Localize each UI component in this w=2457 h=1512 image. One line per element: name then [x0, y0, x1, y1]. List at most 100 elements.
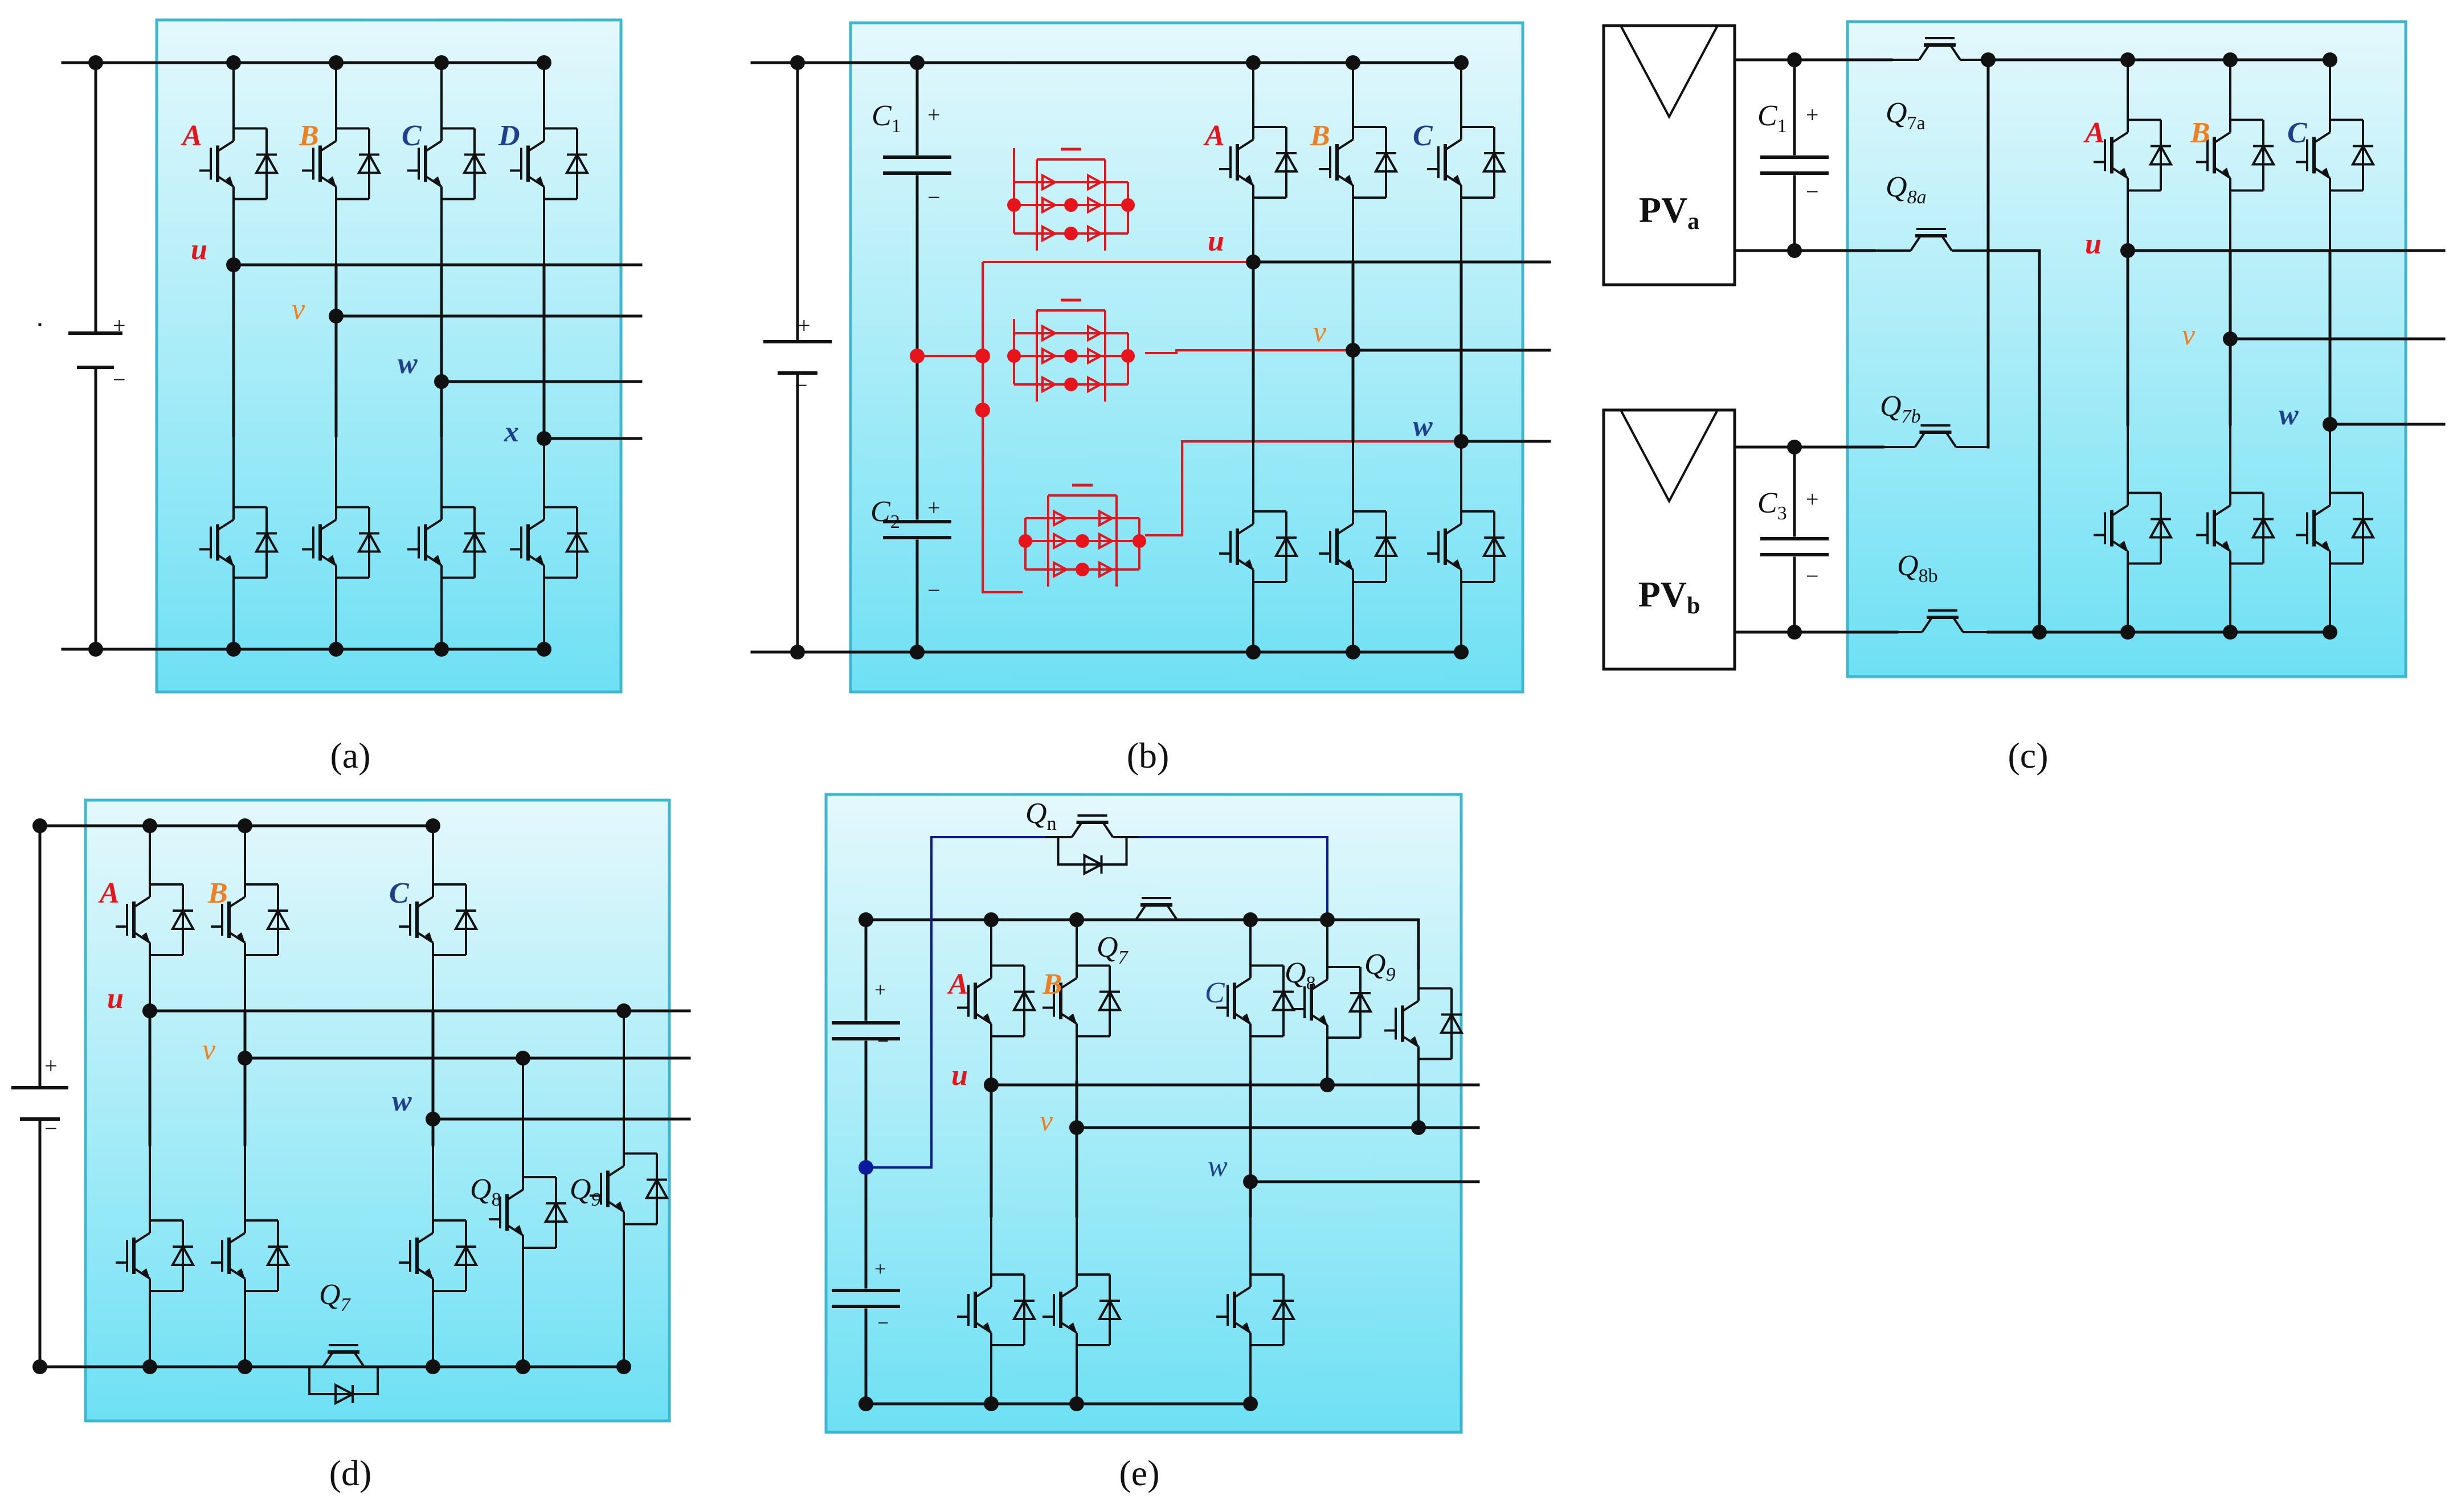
switch-part: [2120, 540, 2128, 551]
label-w-b: w: [1413, 410, 1433, 442]
switch-part: [1439, 1012, 1464, 1034]
switch-part: [216, 175, 235, 188]
cell-part: [1064, 198, 1078, 212]
label-v-a: v: [292, 293, 305, 326]
label-C1-plus: +: [927, 102, 941, 128]
switch-part: [1012, 1298, 1037, 1320]
bidirectional-cell-w: [1019, 483, 1146, 587]
cell-part: [1098, 509, 1115, 527]
switch-part: [319, 554, 337, 567]
switch-part: [974, 977, 992, 990]
upper-switch-c-2: [2296, 60, 2376, 251]
cell-part: [1041, 173, 1058, 191]
switch-part: [527, 140, 545, 153]
switch-part: [2148, 144, 2173, 166]
cell-part: [1087, 347, 1103, 365]
switch-part: [1236, 174, 1254, 186]
label-x-a: x: [504, 416, 519, 448]
cell-part: [1007, 198, 1021, 212]
switch-part: [2111, 539, 2129, 552]
switch-part: [216, 140, 235, 153]
pv-module-b: [1602, 408, 1736, 671]
switch-part: [425, 932, 433, 943]
switch-part: [2120, 167, 2128, 178]
label-v-b: v: [1313, 316, 1327, 349]
cell-part: [1098, 532, 1115, 550]
upper-switch-c-1: [2196, 60, 2276, 251]
label-C3-plus: +: [1806, 486, 1819, 512]
label-C2-plus: +: [927, 495, 941, 521]
cell-part: [1041, 196, 1058, 214]
switch-part: [536, 555, 544, 566]
switch-part: [226, 176, 234, 187]
switch-part: [527, 554, 545, 567]
switch-part: [237, 1268, 245, 1279]
switch-part: [1233, 1286, 1252, 1298]
switch-part: [416, 896, 434, 908]
label-w-c: w: [2279, 399, 2299, 431]
label-phase-C-a: C: [402, 120, 422, 152]
switch-part: [216, 554, 235, 567]
switch-part: [1069, 1013, 1077, 1024]
label-Qn_sub: n: [1047, 813, 1057, 834]
lower-switch-e-0: [957, 1216, 1037, 1404]
switch-part: [319, 518, 337, 531]
switch-part: [1236, 558, 1254, 571]
cell-part: [1121, 198, 1135, 212]
switch-Q8b: [1897, 609, 1988, 633]
lower-switch-b-0: [1219, 441, 1299, 652]
switch-Q8a: [1874, 228, 1988, 252]
switch-part: [142, 932, 150, 943]
label-Q7_sub: 7: [341, 1294, 351, 1316]
cell-part: [1098, 560, 1115, 579]
junction-dot: [1787, 440, 1802, 454]
lower-switch-b-1: [1319, 441, 1399, 652]
switch-part: [1319, 1015, 1327, 1025]
switch-Qn: [1045, 814, 1139, 876]
label-phase-B-a: B: [299, 120, 319, 152]
switch-part: [133, 931, 151, 944]
caption-c: (c): [2008, 735, 2049, 776]
junction-dot: [1787, 52, 1802, 67]
navy-wire-left: [866, 836, 1045, 1169]
switch-part: [1236, 138, 1254, 151]
bidirectional-cell-v: [1007, 298, 1135, 401]
pv-module-a-symbol: [1620, 25, 1719, 120]
switch-part: [1167, 905, 1178, 921]
switch-part: [334, 1383, 355, 1406]
switch-part: [308, 1367, 379, 1395]
label-phase-A-c: A: [2083, 117, 2105, 149]
switch-part: [1242, 1322, 1250, 1333]
switch-part: [1274, 535, 1299, 557]
label-w-d: w: [392, 1085, 412, 1117]
red-wire-w: [1145, 440, 1461, 536]
label-phase-A-e: A: [947, 968, 968, 1001]
label-phase-A-a: A: [181, 120, 202, 152]
switch-part: [616, 1201, 624, 1212]
switch-part: [1060, 1012, 1078, 1025]
label-u-d: u: [107, 982, 124, 1015]
switch-part: [1310, 978, 1328, 991]
junction-dot: [32, 818, 47, 833]
pv-module-b-symbol: [1620, 409, 1719, 504]
switch-part: [1950, 45, 1961, 61]
switch-part: [254, 531, 279, 553]
junction-dot: [790, 645, 805, 659]
switch-part: [416, 1267, 434, 1280]
lower-switch-d-0: [116, 1145, 195, 1367]
upper-switch-d-0: [116, 826, 195, 1014]
label-phase-C-d: C: [389, 877, 410, 909]
switch-part: [1060, 1286, 1078, 1298]
cell-part: [1087, 196, 1103, 214]
switch-part: [1453, 559, 1461, 569]
label-phase-B-e: B: [1042, 968, 1062, 1001]
upper-switch-c-0: [2094, 60, 2173, 251]
label-Qn: Qn: [1025, 797, 1057, 834]
switch-part: [1921, 617, 1932, 633]
upper-switch-e-2: [1216, 920, 1296, 1082]
label-PVb_sub: b: [1687, 593, 1700, 619]
panel-a: [155, 18, 623, 694]
label-C2_sub: 2: [890, 511, 900, 532]
switch-part: [424, 518, 443, 531]
